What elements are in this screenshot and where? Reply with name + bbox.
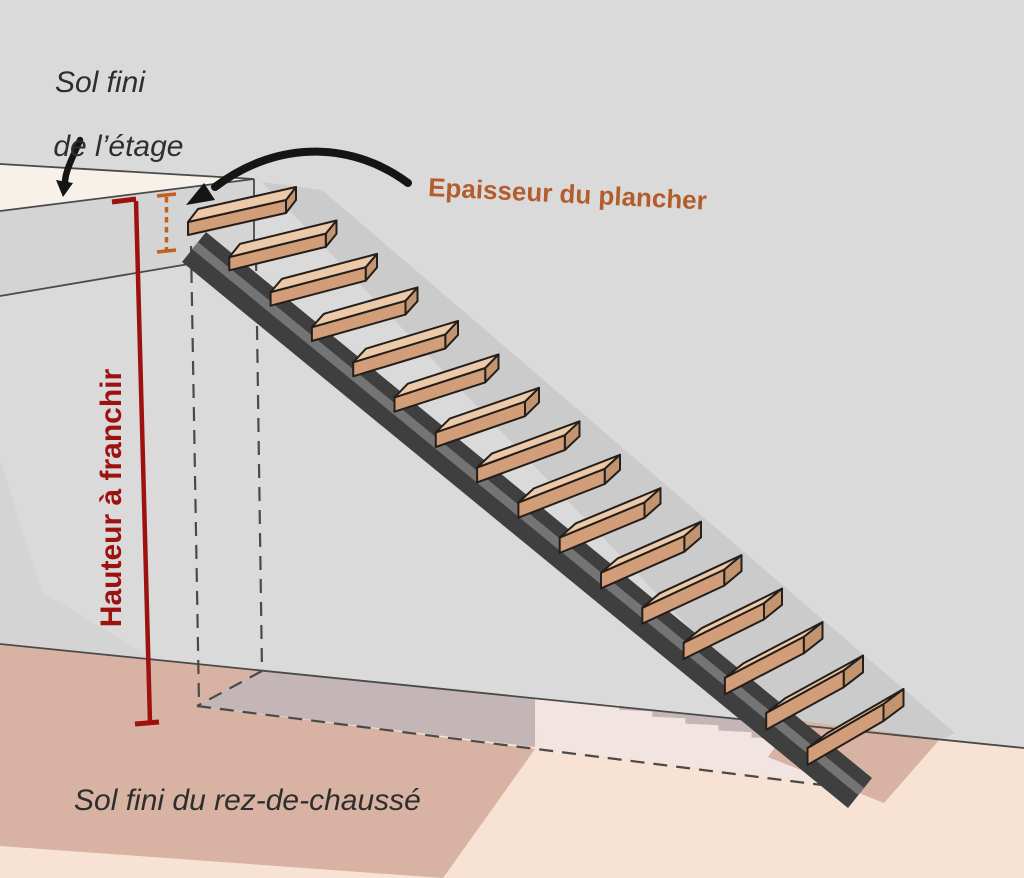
thickness-dimension-line [156, 192, 177, 254]
stair-treads [187, 186, 905, 766]
label-upper-floor: Sol fini de l’étage [20, 66, 184, 195]
floor-slab-edge [0, 179, 254, 296]
ground-floor-shaded-area [0, 645, 535, 878]
label-height-to-climb: Hauteur à franchir [95, 368, 128, 628]
stair-shadow-light-band [535, 698, 852, 786]
label-upper-floor-line2: de l’étage [53, 130, 184, 163]
label-ground-floor: Sol fini du rez-de-chaussé [74, 784, 421, 817]
footprint-outline-dashed [189, 245, 863, 792]
upper-floor-arrow [56, 136, 84, 197]
label-upper-floor-line1: Sol fini [54, 66, 146, 99]
height-dimension-line [111, 196, 160, 727]
stair-footprint-shadow [197, 670, 535, 747]
floor-thickness-arrow [186, 147, 412, 205]
wall-shading-left [0, 460, 152, 658]
